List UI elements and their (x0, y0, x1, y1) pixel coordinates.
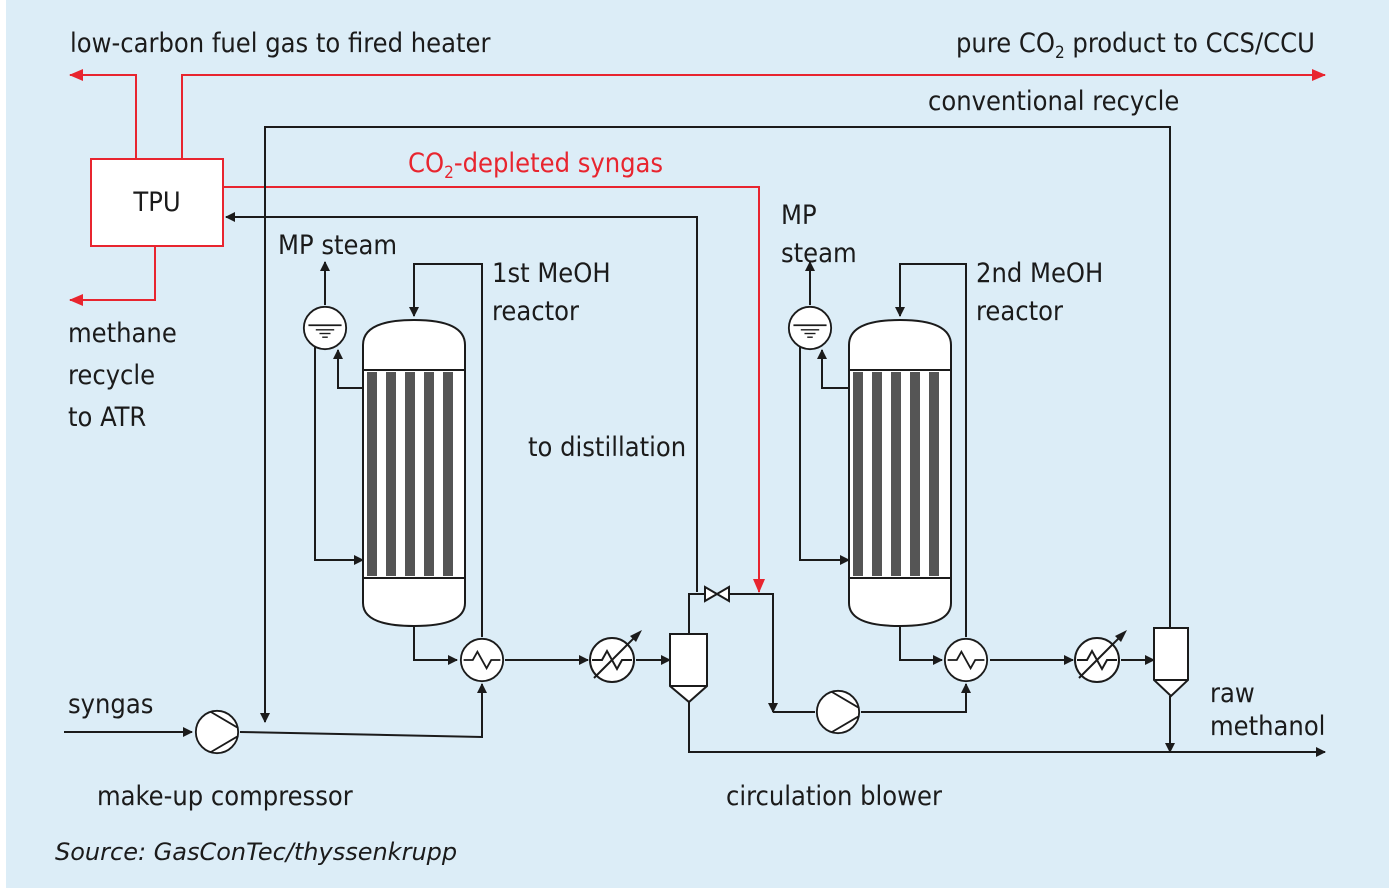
reactor-1-label-line1: 1st MeOH (492, 258, 611, 289)
conventional-recycle-label: conventional recycle (928, 86, 1180, 117)
separator-2 (1153, 627, 1189, 698)
process-lines (64, 126, 1326, 757)
fuel-gas-label: low-carbon fuel gas to fired heater (70, 28, 491, 59)
reactor2-outlet-line (899, 625, 943, 665)
fuel-gas-line (69, 69, 137, 158)
mp-steam-2-label-line1: MP (781, 200, 817, 231)
co2-product-post: product to CCS/CCU (1064, 28, 1315, 59)
tpu-feed-line (225, 212, 698, 592)
methane-recycle-label-line2: recycle (68, 360, 156, 391)
tpu-unit: TPU (90, 158, 224, 247)
separator-1 (669, 633, 708, 704)
reactor1-steam-out-line (333, 349, 363, 389)
reactor1-outlet-line (413, 625, 458, 665)
methane-recycle-label-line1: methane (68, 318, 177, 349)
raw-methanol-label-line2: methanol (1210, 711, 1326, 742)
raw-methanol-label-line1: raw (1210, 678, 1255, 709)
source-credit: Source: GasConTec/thyssenkrupp (55, 838, 458, 866)
methane-recycle-label-line3: to ATR (68, 402, 147, 433)
blower-discharge-line (861, 683, 971, 713)
separator1-bottom-line (688, 702, 1326, 757)
co2-lines (69, 69, 1326, 593)
conventional-recycle-line (260, 126, 1171, 723)
co2-product-pre: pure CO (956, 28, 1055, 59)
feed-effluent-exchanger-2 (943, 637, 989, 683)
hx1-to-reactor1-line (409, 263, 483, 637)
depleted-sub: 2 (444, 163, 454, 183)
reactor-2 (848, 318, 952, 628)
tpu-label: TPU (133, 187, 181, 218)
co2-depleted-syngas-line (224, 186, 765, 593)
co2-product-label: pure CO2 product to CCS/CCU (956, 28, 1315, 62)
make-up-compressor-symbol (194, 709, 240, 755)
reactor2-steam-out-line (817, 349, 849, 389)
valve-to-blower-line (729, 593, 778, 713)
reactor-2-label-line2: reactor (976, 296, 1063, 327)
co2-product-sub: 2 (1054, 43, 1065, 63)
depleted-pre: CO (408, 148, 445, 179)
depleted-post: -depleted syngas (453, 148, 664, 179)
circulation-blower-label: circulation blower (726, 781, 942, 812)
mp-steam-1-label: MP steam (278, 230, 397, 261)
separator1-top-line (688, 593, 705, 635)
mp-steam-2-label-line2: steam (781, 238, 857, 269)
reactor-2-label-line1: 2nd MeOH (976, 258, 1104, 289)
circulation-blower-symbol (815, 689, 861, 735)
co2-depleted-syngas-label: CO2-depleted syngas (408, 148, 664, 182)
drum2-to-reactor2-line (799, 328, 850, 565)
purge-valve (704, 585, 730, 603)
hx2-to-reactor2-line (895, 263, 967, 637)
methane-recycle-line (69, 247, 156, 306)
cooler-1 (589, 629, 643, 683)
reactor-1-label-line2: reactor (492, 296, 579, 327)
make-up-compressor-label: make-up compressor (97, 781, 353, 812)
cooler-2 (1074, 629, 1128, 683)
drum1-to-reactor1-line (314, 328, 364, 565)
co2-product-line (181, 69, 1326, 158)
to-distillation-label: to distillation (528, 432, 687, 463)
reactor-1 (362, 318, 466, 628)
syngas-label: syngas (68, 689, 154, 720)
feed-effluent-exchanger-1 (459, 637, 505, 683)
steam-drum-2 (787, 305, 833, 351)
steam-drum-1 (302, 305, 348, 351)
compressor-outlet-line (239, 683, 487, 739)
